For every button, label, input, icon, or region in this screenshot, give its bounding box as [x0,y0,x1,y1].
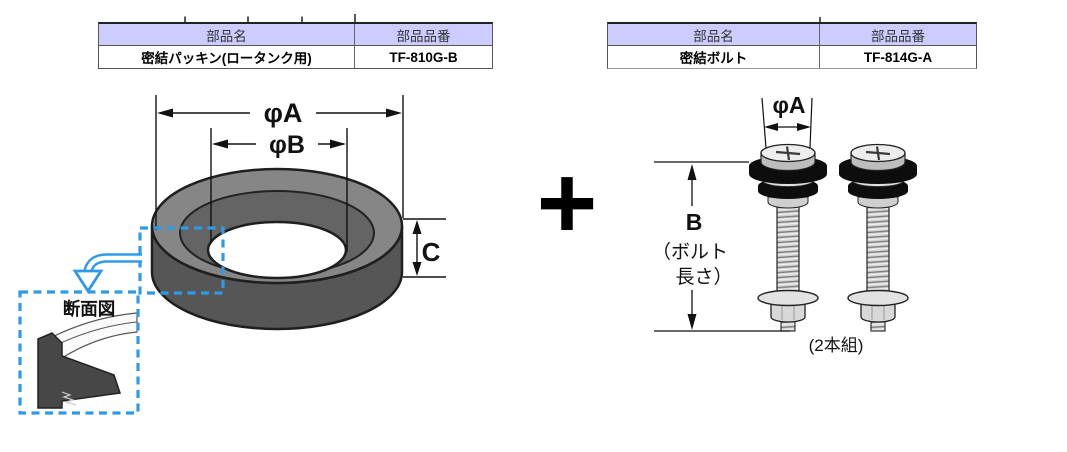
dim-phi-b-label: φB [269,131,305,159]
bolt-part-table: 部品名 部品品番 密結ボルト TF-814G-A [607,22,977,69]
cross-section-label: 断面図 [63,299,116,319]
bolt-length-paren-line1: （ボルト [652,241,728,263]
section-thread-hatch [61,391,77,406]
dim-phi-b-arrow-right [330,139,346,149]
bolt-dim-phi-a-arrow-right [797,123,811,131]
table-top-ticks [184,14,821,23]
bolt [749,143,827,332]
bolt-drawing: φA B （ボルト 長さ） (2本組) [652,92,919,355]
packing-table-data-row: 密結パッキン(ロータンク用) TF-810G-B [99,46,492,68]
plus-sign: + [536,145,598,261]
bolt-part-number: TF-814G-A [863,49,933,65]
section-profile [37,332,121,409]
packing-part-name: 密結パッキン(ロータンク用) [99,46,355,68]
cross-section-drawing [37,312,138,409]
dim-phi-b-arrow-left [212,139,228,149]
bolt-dim-b-arrow-up [687,164,697,180]
bolt-length-letter: B [686,209,703,235]
packing-part-number: TF-810G-B [389,49,458,65]
dim-phi-a-arrow-right [386,108,402,118]
bolt-quantity-note: (2本組) [809,336,864,355]
dim-phi-a-label: φA [264,98,303,128]
packing-part-table: 部品名 部品品番 密結パッキン(ロータンク用) TF-810G-B [98,22,493,69]
cross-section-box [18,290,140,415]
ring-hole [206,220,348,280]
bolt-second [837,143,919,333]
bolt-dim-phi-a-label: φA [772,92,805,118]
dim-c-arrow-down [412,262,422,276]
bolt-table-data-row: 密結ボルト TF-814G-A [608,46,976,68]
bolt-length-paren-line2: 長さ） [675,266,732,288]
bolt-part-name: 密結ボルト [608,46,820,68]
dim-phi-a [155,95,404,230]
section-top-band [49,312,138,359]
bolt-table-header-partno: 部品品番 [820,24,976,46]
section-top-band-line [53,321,138,347]
bolt-table-header-row: 部品名 部品品番 [608,24,976,46]
bolt-table-header-name: 部品名 [608,24,820,46]
dim-c-label: C [422,237,441,267]
packing-ring-drawing: φA φB C [18,95,446,415]
section-pointer-arrow [72,253,142,294]
dim-phi-a-arrow-left [157,108,173,118]
bolt-dim-phi-a-arrow-left [764,123,778,131]
dim-c-arrow-up [412,220,422,234]
packing-table-header-name: 部品名 [99,24,355,46]
bolt-dim-b-arrow-down [687,314,697,330]
packing-table-header-row: 部品名 部品品番 [99,24,492,46]
packing-table-header-partno: 部品品番 [355,24,492,46]
